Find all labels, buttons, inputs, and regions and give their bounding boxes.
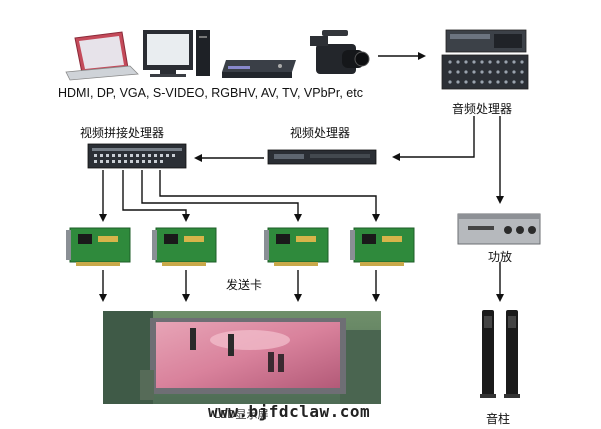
amplifier-label: 功放: [488, 250, 513, 264]
amplifier-icon: [457, 213, 541, 245]
media-player-icon: [222, 60, 296, 78]
splicing-processor-label: 视频拼接处理器: [80, 126, 165, 140]
sending-card-label: 发送卡: [226, 278, 263, 292]
sending-card-icon-2: [152, 227, 217, 266]
monitor-pc-icon: [143, 30, 210, 77]
arrows-cards-to-screen: [99, 270, 380, 302]
video-processor-icon: [267, 149, 377, 165]
audio-processor-label: 音频处理器: [452, 102, 513, 116]
speaker-column-icon: [480, 310, 520, 398]
led-screen-label: LED显示屏: [214, 408, 269, 421]
splicing-processor-icon: [87, 143, 187, 169]
source-formats-label: HDMI, DP, VGA, S-VIDEO, RGBHV, AV, TV, V…: [58, 86, 363, 100]
led-screen-image: [103, 311, 381, 404]
laptop-icon: [65, 31, 139, 81]
video-processor-label: 视频处理器: [290, 126, 351, 140]
audio-processor-icon: [441, 29, 529, 90]
sending-card-icon-3: [264, 227, 329, 266]
speaker-label: 音柱: [486, 412, 511, 426]
arrow-audio-to-video-processor: [392, 116, 475, 161]
sending-card-icon-4: [350, 227, 415, 266]
sending-card-icon-1: [66, 227, 131, 266]
watermark-text: www.bjfdclaw.com: [208, 402, 371, 421]
distribution-lines: [99, 170, 380, 222]
camcorder-icon: [310, 30, 370, 74]
